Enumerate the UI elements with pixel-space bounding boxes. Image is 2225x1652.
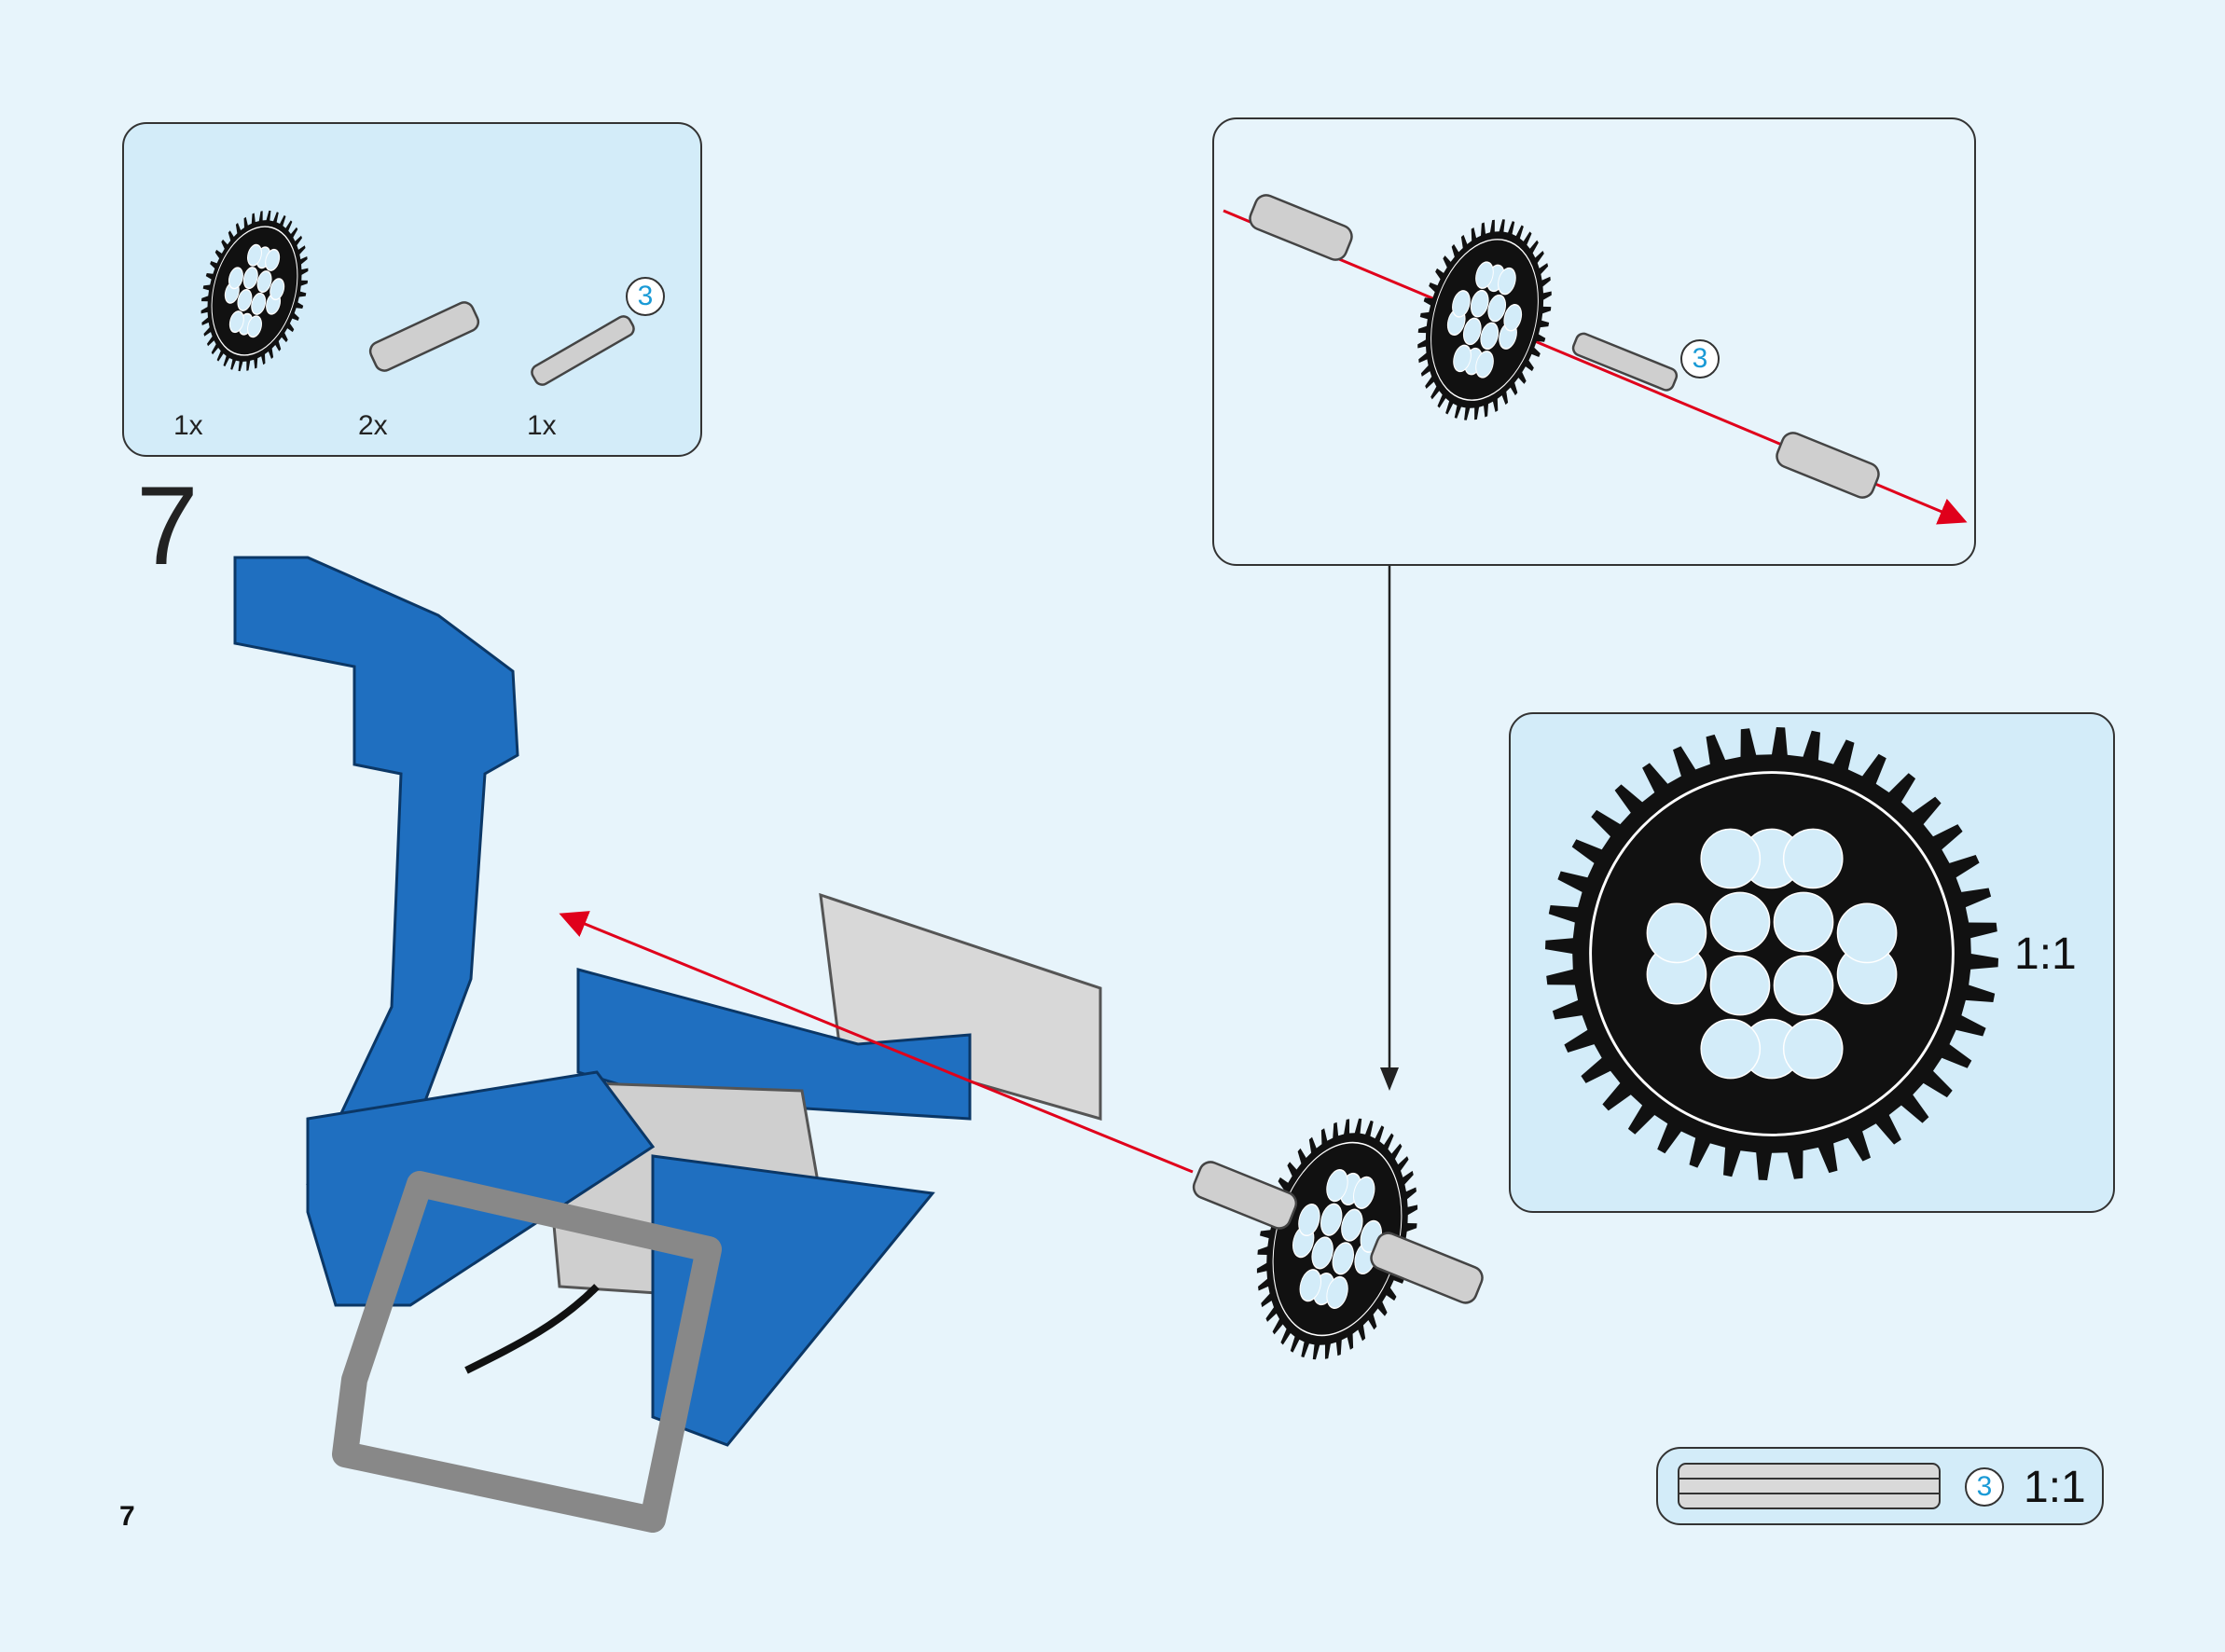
model-gear — [1256, 1118, 1418, 1360]
gear-hole — [1773, 955, 1834, 1016]
subassembly-connector-2 — [1776, 432, 1880, 499]
gear-hole — [1353, 1176, 1375, 1209]
axle-quantity: 1x — [527, 410, 557, 441]
gear-hole — [247, 315, 262, 338]
gear-hole — [228, 310, 244, 334]
gear-scale-drawing — [1545, 727, 1998, 1180]
connector-quantity: 2x — [358, 410, 388, 441]
gear-hole — [1453, 344, 1472, 373]
parts-list-panel — [122, 122, 702, 457]
axle-scale-length-badge: 3 — [1965, 1467, 2004, 1507]
gear-hole — [1311, 1236, 1334, 1270]
gear-hole — [1326, 1169, 1348, 1203]
gear-hole — [1320, 1203, 1343, 1236]
gear-hole — [1709, 891, 1771, 953]
gear-hole — [242, 267, 258, 290]
blue-beam-top — [576, 968, 972, 1121]
gear-hole — [1462, 317, 1482, 346]
gear-hole — [1298, 1203, 1320, 1237]
gear-hole — [1700, 1018, 1762, 1080]
gear-hole — [251, 292, 267, 315]
gear-hole — [237, 288, 253, 311]
gear-hole — [1326, 1275, 1348, 1309]
gear-hole — [1773, 891, 1834, 953]
gear-hole — [1341, 1208, 1363, 1242]
axle-part — [531, 315, 635, 386]
axle-scale-drawing — [1678, 1463, 1941, 1509]
gear-hole — [247, 243, 262, 267]
gear-hole — [228, 267, 243, 290]
gear-scale-label: 1:1 — [2014, 929, 2077, 979]
gear-hole — [1452, 290, 1471, 318]
gear-hole — [1782, 1018, 1844, 1080]
axle-length-badge: 3 — [626, 277, 665, 316]
gear-hole — [1480, 322, 1499, 351]
gear-hole — [256, 270, 272, 294]
gear-hole — [1782, 828, 1844, 889]
gear-hole — [1498, 267, 1516, 296]
gear-hole — [1487, 294, 1507, 323]
gear-part-icon — [200, 210, 309, 372]
gear-hole — [1836, 902, 1898, 964]
subassembly-gear — [1417, 219, 1552, 420]
gear-hole — [1299, 1269, 1321, 1302]
subassembly-axle-length-badge: 3 — [1680, 339, 1720, 379]
gear-hole — [1646, 902, 1707, 964]
step-number: 7 — [136, 463, 199, 588]
subassembly-panel — [1212, 117, 1976, 566]
gear-hole — [1709, 955, 1771, 1016]
gear-hole — [1700, 828, 1762, 889]
subassembly-connector-1 — [1249, 194, 1353, 261]
main-model — [233, 556, 1102, 1533]
insertion-arrow — [559, 911, 1194, 1174]
motor-cable — [464, 1284, 600, 1374]
grey-frame-top — [819, 892, 1102, 1121]
subassembly-axle — [1571, 332, 1679, 392]
gear-hole — [1475, 261, 1494, 289]
axle-connector-part — [368, 301, 480, 372]
page-number: 7 — [119, 1501, 135, 1532]
model-connector-2 — [1370, 1232, 1484, 1304]
gear-quantity: 1x — [173, 410, 203, 441]
gear-hole — [1332, 1242, 1354, 1275]
gear-hole — [1470, 289, 1489, 318]
grey-frame-bottom — [332, 1171, 722, 1533]
gear-hole — [265, 248, 281, 271]
blue-beam-right — [651, 1154, 935, 1447]
gear-hole — [1475, 351, 1494, 379]
gear-hole — [1503, 304, 1523, 332]
model-connector-1 — [1192, 1161, 1298, 1230]
gear-hole — [269, 278, 285, 301]
axle-scale-label: 1:1 — [2024, 1463, 2086, 1512]
